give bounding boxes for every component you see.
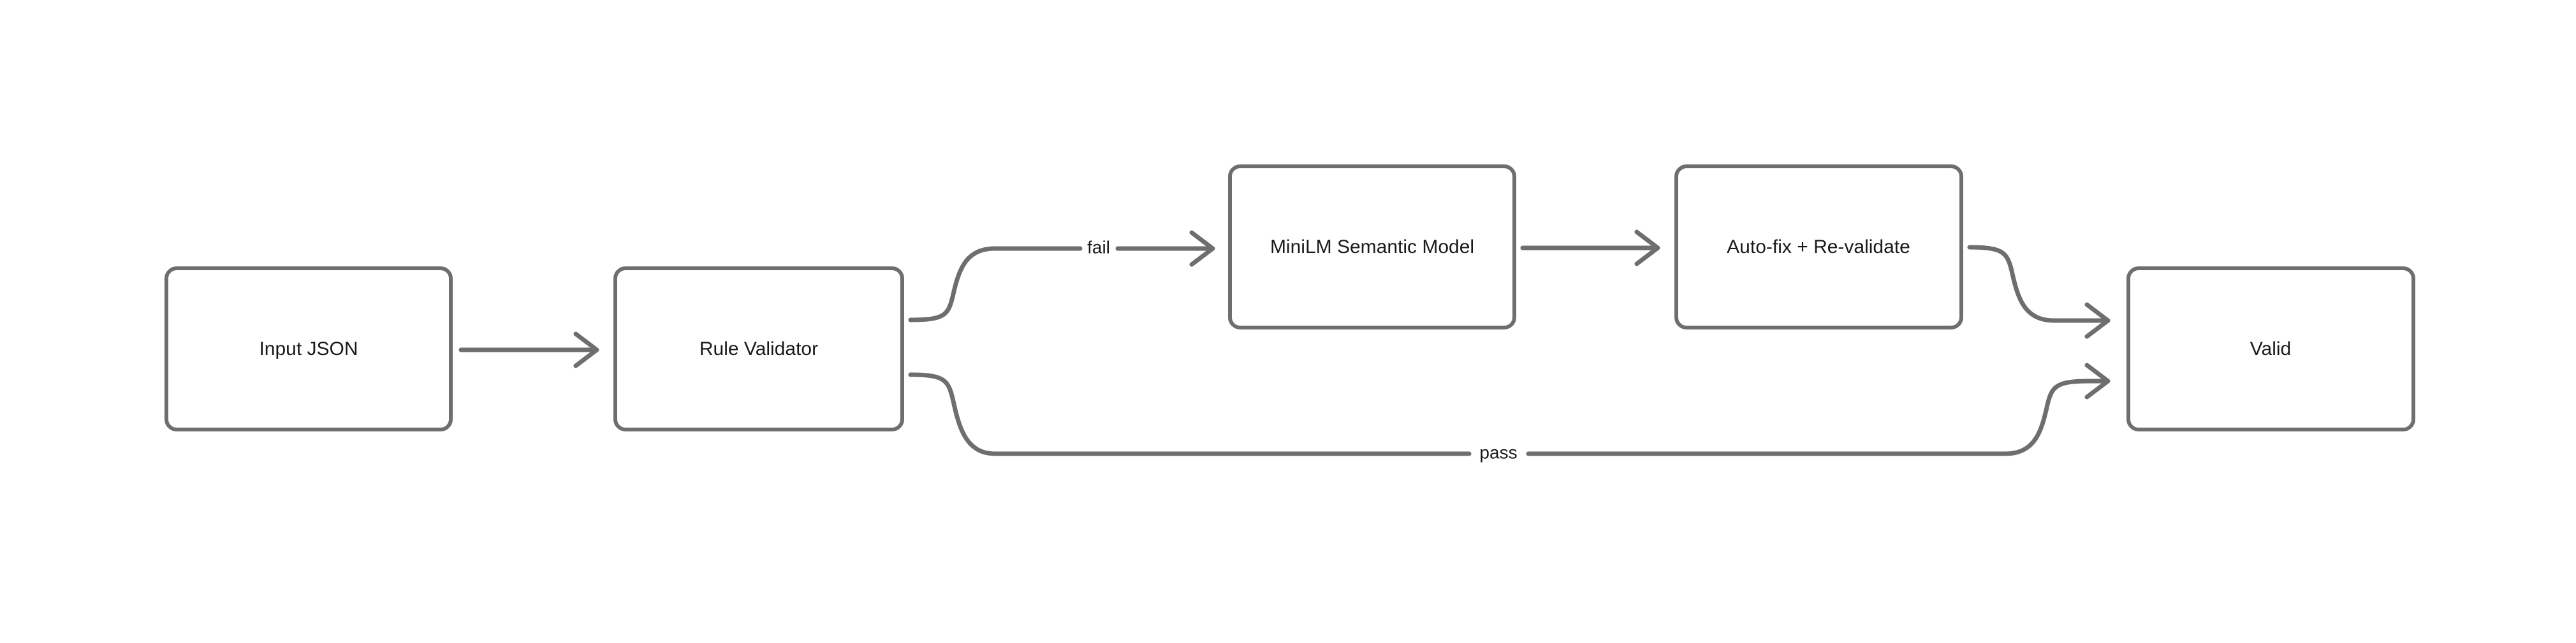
edge-label-fail: fail	[1087, 237, 1110, 257]
edge-input-to-rule-validator	[458, 331, 599, 368]
node-valid-box[interactable]	[2126, 266, 2415, 431]
edge-minilm-to-autofix	[1520, 229, 1660, 266]
node-input-json-box[interactable]	[165, 266, 453, 431]
edge-label-pass: pass	[1479, 442, 1517, 462]
node-autofix-revalidate[interactable]: Auto-fix + Re-validate	[1674, 164, 1963, 329]
node-rule-validator-label: Rule Validator	[699, 338, 818, 359]
node-valid-label: Valid	[2250, 338, 2291, 359]
node-minilm-semantic-model-label: MiniLM Semantic Model	[1270, 236, 1474, 257]
edge-autofix-to-valid	[1967, 245, 2111, 339]
node-autofix-revalidate-label: Auto-fix + Re-validate	[1727, 236, 1910, 257]
node-rule-validator[interactable]: Rule Validator	[613, 266, 904, 431]
node-minilm-semantic-model-box[interactable]	[1228, 164, 1516, 329]
node-autofix-revalidate-box[interactable]	[1674, 164, 1963, 329]
node-input-json[interactable]: Input JSON	[165, 266, 453, 431]
node-valid[interactable]: Valid	[2126, 266, 2415, 431]
edge-rule-validator-to-valid	[908, 363, 2111, 456]
node-input-json-label: Input JSON	[259, 338, 358, 359]
node-minilm-semantic-model[interactable]: MiniLM Semantic Model	[1228, 164, 1516, 329]
edge-rule-validator-to-minilm	[908, 230, 1215, 322]
node-rule-validator-box[interactable]	[613, 266, 904, 431]
